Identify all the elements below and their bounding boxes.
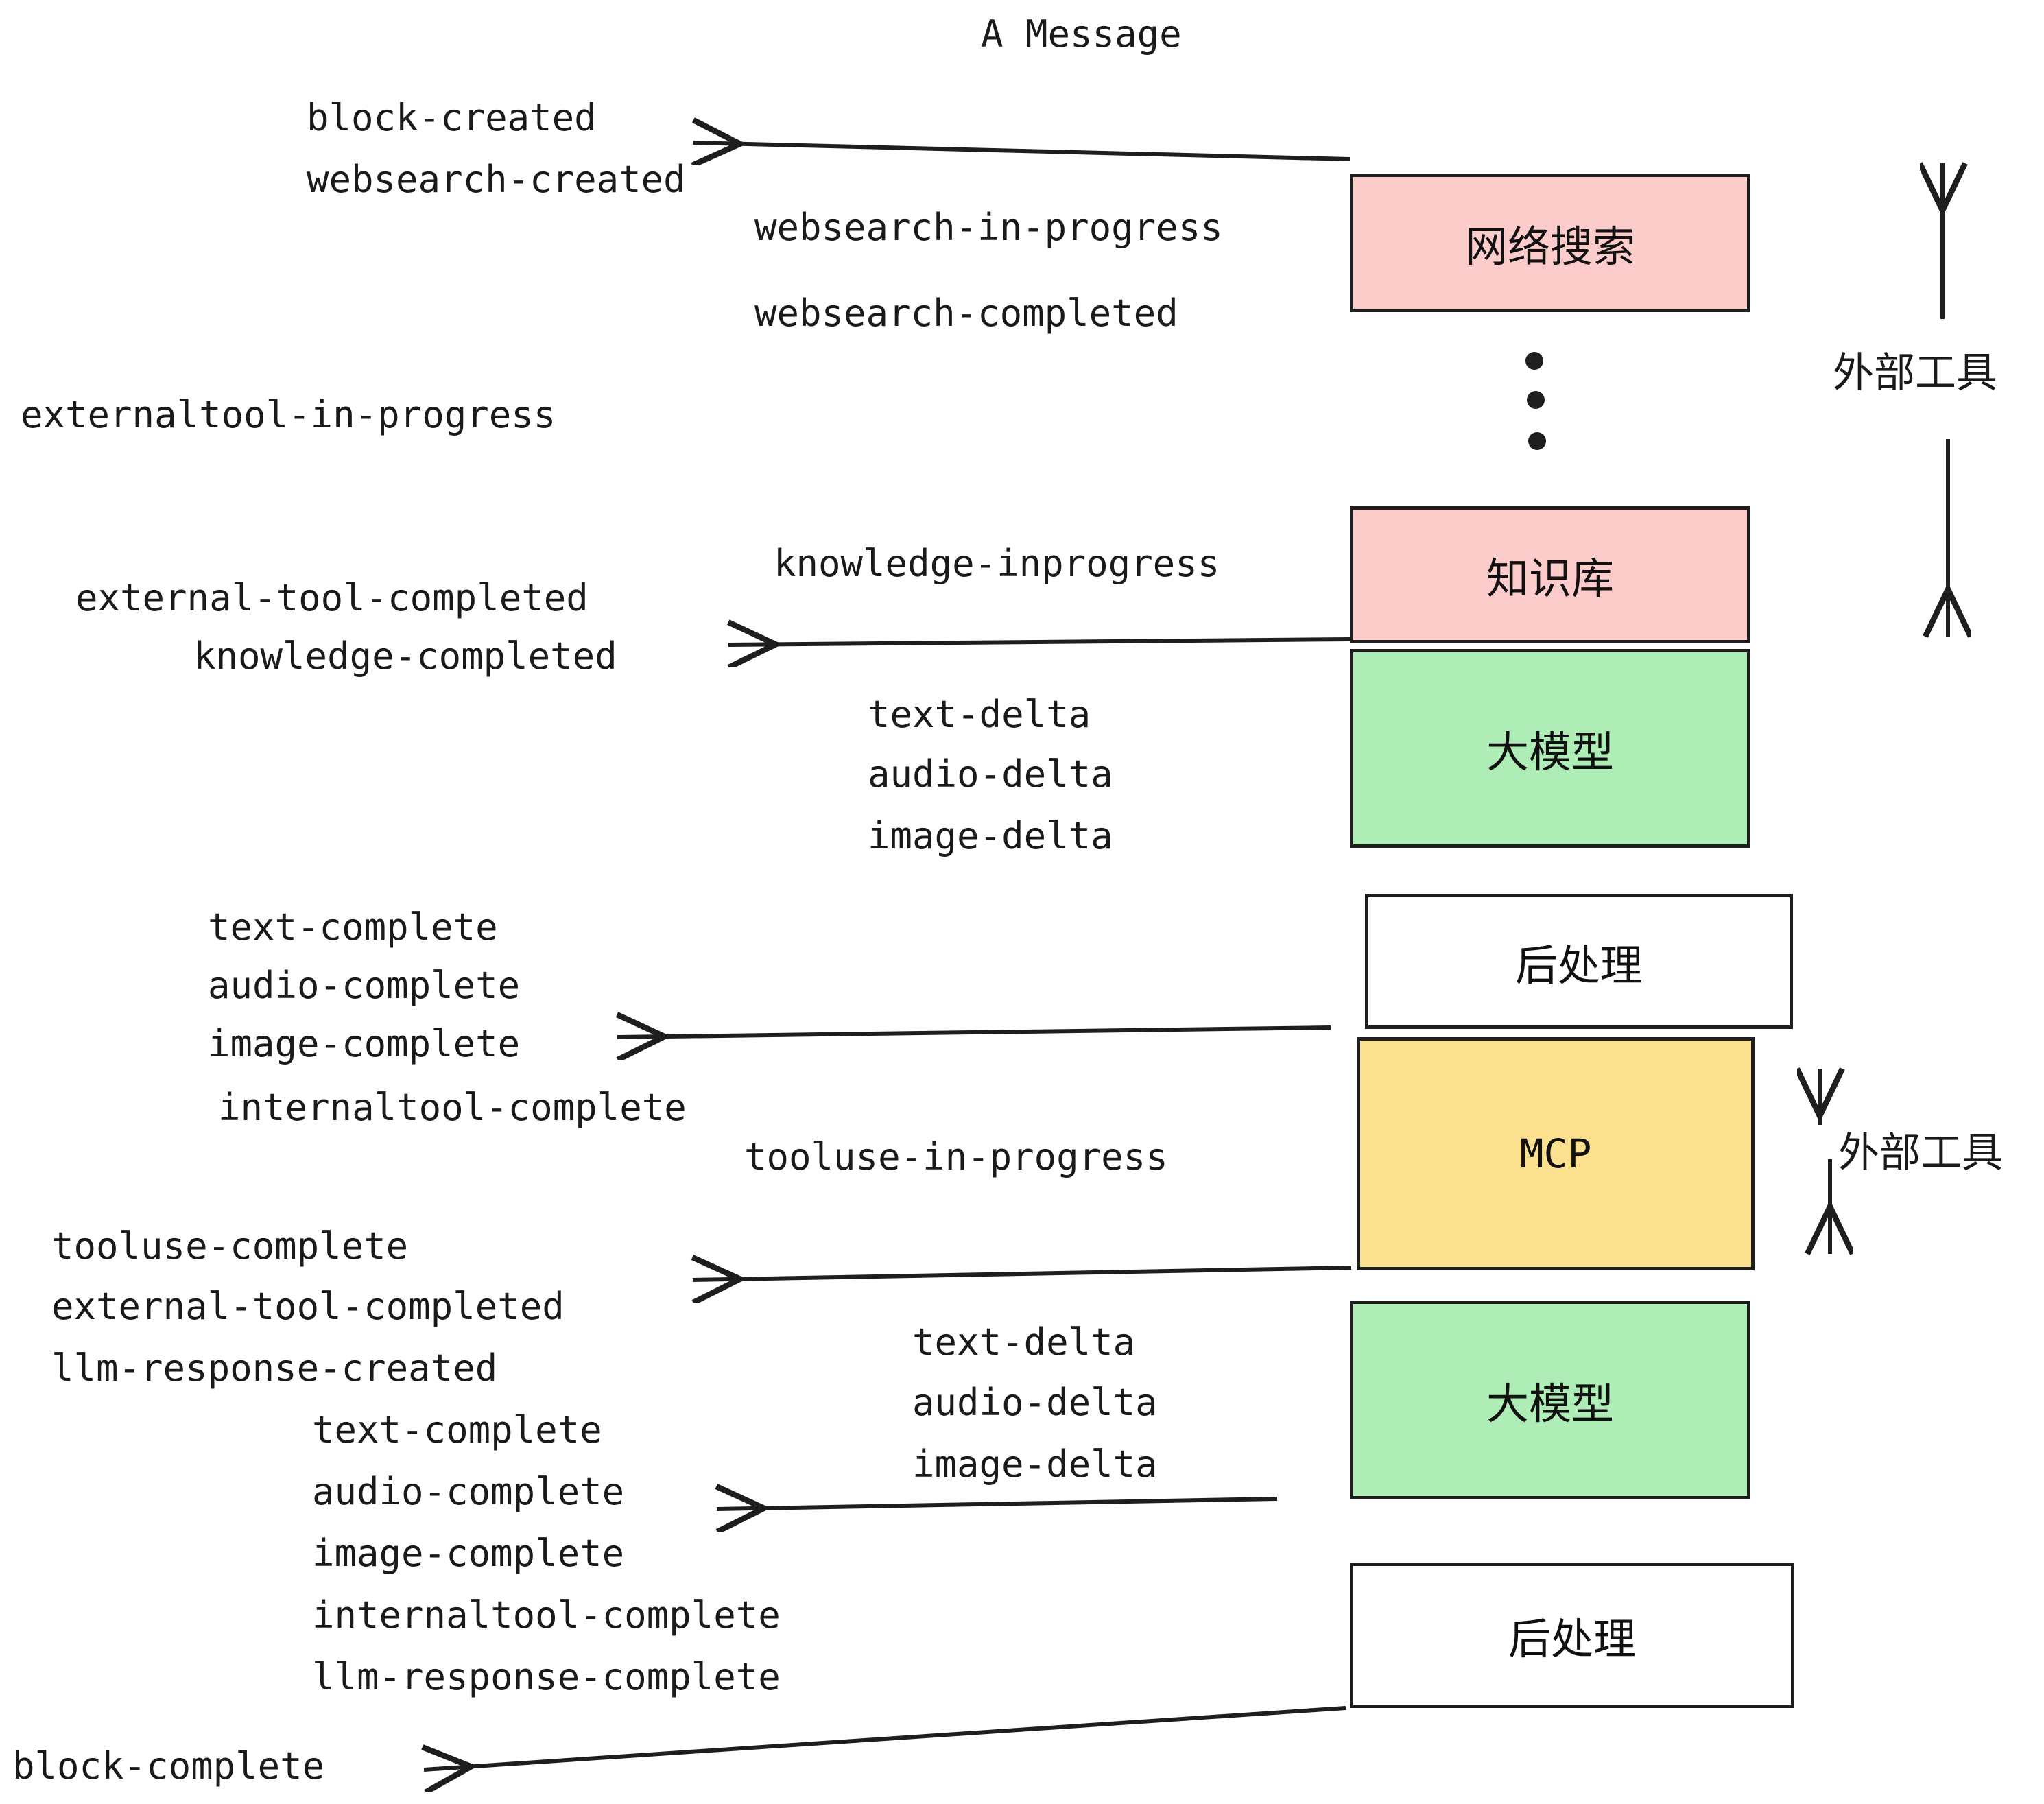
node-postprocess-bottom-label: 后处理 xyxy=(1508,1614,1636,1664)
event-websearch-completed: websearch-completed xyxy=(754,292,1178,335)
event-image-complete-1: image-complete xyxy=(208,1022,521,1065)
event-websearch-created: websearch-created xyxy=(307,158,686,201)
event-tooluse-in-progress: tooluse-in-progress xyxy=(744,1135,1168,1178)
side-label-external-tool-bottom: 外部工具 xyxy=(1838,1129,2003,1177)
event-text-delta-1: text-delta xyxy=(868,693,1091,736)
arrow-postprocess-to-blockcomplete xyxy=(424,1706,1346,1770)
event-knowledge-completed: knowledge-completed xyxy=(193,634,617,678)
event-audio-complete-2: audio-complete xyxy=(312,1470,625,1513)
node-postprocess-bottom[interactable]: 后处理 xyxy=(1350,1563,1794,1708)
page-title: A Message xyxy=(981,12,1182,56)
node-knowledge[interactable]: 知识库 xyxy=(1350,506,1750,643)
node-postprocess-top[interactable]: 后处理 xyxy=(1365,894,1793,1029)
arrow-mcp-to-tooluse xyxy=(693,1268,1352,1280)
event-internaltool-complete-2: internaltool-complete xyxy=(312,1593,781,1637)
side-label-external-tool-top: 外部工具 xyxy=(1833,349,1997,397)
event-external-tool-completed-1: external-tool-completed xyxy=(75,576,589,619)
node-websearch[interactable]: 网络搜索 xyxy=(1350,174,1750,312)
ellipsis-dot-3 xyxy=(1528,432,1546,450)
event-websearch-in-progress: websearch-in-progress xyxy=(754,206,1223,249)
event-text-delta-2: text-delta xyxy=(912,1320,1136,1364)
event-image-delta-2: image-delta xyxy=(912,1443,1158,1486)
event-text-complete-2: text-complete xyxy=(312,1408,602,1451)
event-audio-complete-1: audio-complete xyxy=(208,964,521,1007)
event-block-created: block-created xyxy=(307,96,597,139)
arrow-websearch-to-blockcreated xyxy=(693,143,1351,159)
node-mcp-label: MCP xyxy=(1519,1130,1592,1177)
node-mcp[interactable]: MCP xyxy=(1357,1037,1755,1270)
node-knowledge-label: 知识库 xyxy=(1486,554,1614,604)
node-llm-upper[interactable]: 大模型 xyxy=(1350,649,1750,848)
node-llm-lower-label: 大模型 xyxy=(1486,1379,1614,1429)
event-audio-delta-1: audio-delta xyxy=(868,752,1113,796)
node-llm-lower[interactable]: 大模型 xyxy=(1350,1301,1750,1499)
event-internaltool-complete-1: internaltool-complete xyxy=(218,1086,687,1129)
event-knowledge-inprogress: knowledge-inprogress xyxy=(774,542,1220,585)
event-text-complete-1: text-complete xyxy=(208,905,498,949)
arrow-postprocess-to-imagecomplete xyxy=(617,1028,1331,1037)
event-llm-response-created: llm-response-created xyxy=(51,1346,498,1390)
event-externaltool-in-progress: externaltool-in-progress xyxy=(21,393,556,436)
node-llm-upper-label: 大模型 xyxy=(1486,727,1614,777)
ellipsis-dot-2 xyxy=(1527,391,1545,409)
event-image-complete-2: image-complete xyxy=(312,1532,625,1575)
node-websearch-label: 网络搜索 xyxy=(1464,222,1635,272)
event-block-complete: block-complete xyxy=(12,1744,325,1788)
node-postprocess-top-label: 后处理 xyxy=(1514,940,1643,990)
ellipsis-dot-1 xyxy=(1525,352,1543,370)
event-tooluse-complete: tooluse-complete xyxy=(51,1224,409,1268)
event-image-delta-1: image-delta xyxy=(868,814,1113,857)
event-audio-delta-2: audio-delta xyxy=(912,1381,1158,1424)
event-llm-response-complete: llm-response-complete xyxy=(312,1655,781,1698)
event-external-tool-completed-2: external-tool-completed xyxy=(51,1285,565,1328)
arrow-knowledge-to-completed xyxy=(728,639,1351,645)
arrow-llm-to-audiocomplete xyxy=(717,1499,1278,1509)
